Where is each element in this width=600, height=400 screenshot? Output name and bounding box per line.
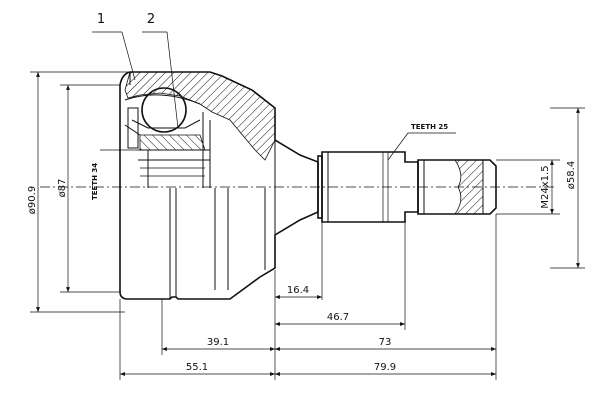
joint-housing [119,71,319,300]
callout-1-label: 1 [97,12,105,27]
dim-39-1-label: 39.1 [207,337,229,348]
teeth-outer-note: TEETH 25 [387,123,456,161]
dim-46-7: 46.7 [275,312,405,326]
dim-73-label: 73 [379,337,392,348]
teeth-outer-label: TEETH 25 [411,123,448,131]
dim-55-1: 55.1 [120,362,275,376]
dim-inner-diameter-label: ø87 [57,179,68,198]
shaft-stub [317,151,497,223]
dim-16-4-label: 16.4 [287,285,309,296]
teeth-inner-note: TEETH 34 [91,149,148,200]
dim-79-9-label: 79.9 [374,362,396,373]
dim-16-4: 16.4 [275,285,322,299]
dim-shaft-diameter-label: ø58.4 [566,161,577,189]
dim-thread: M24x1.5 [496,159,560,215]
dim-shaft-diameter: ø58.4 [550,107,585,269]
dim-thread-label: M24x1.5 [540,165,551,208]
dim-outer-diameter-label: ø90.9 [27,186,38,214]
callout-2-label: 2 [147,12,155,27]
dim-inner-diameter: ø87 [57,84,120,293]
dim-73: 73 [275,337,496,351]
dim-outer-diameter: ø90.9 [27,71,130,313]
dim-55-1-label: 55.1 [186,362,208,373]
dim-39-1: 39.1 [162,337,275,351]
callout-2: 2 [142,12,179,129]
callout-1: 1 [92,12,136,81]
dim-46-7-label: 46.7 [327,312,349,323]
dim-79-9: 79.9 [275,362,496,376]
teeth-inner-label: TEETH 34 [91,163,99,200]
